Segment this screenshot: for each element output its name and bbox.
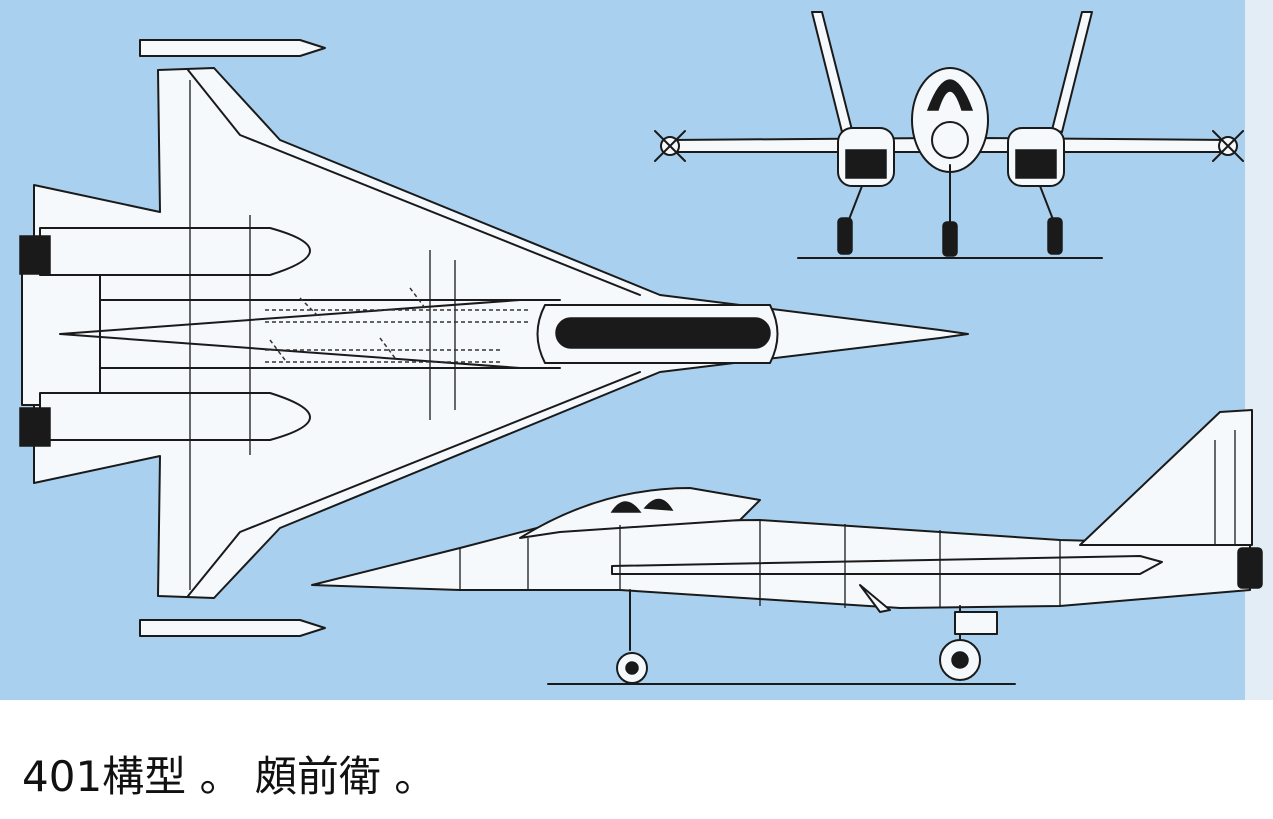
front-view-missile-fins: [654, 130, 1244, 162]
top-view-airframe: [33, 67, 969, 599]
side-view-nose-hub: [625, 661, 639, 675]
side-view: [311, 409, 1263, 685]
front-view-nose: [931, 121, 969, 159]
top-view-fuselage-lines: [99, 299, 561, 369]
top-view-canopy: [555, 317, 771, 349]
side-view-gear-door: [954, 611, 998, 635]
front-view-right-tail: [1051, 11, 1093, 133]
page-edge-shadow: [1245, 0, 1273, 700]
top-view-wing-lines: [187, 69, 641, 597]
side-view-missile: [611, 555, 1163, 575]
front-view-gear-struts: [847, 164, 1055, 223]
top-view-left-nacelle: [39, 227, 311, 276]
front-view-nose-wheel: [942, 221, 958, 257]
figure-caption: 401構型 。 頗前衛 。: [22, 752, 437, 801]
front-view-right-wing: [959, 137, 1231, 153]
aircraft-three-view-drawing: [0, 0, 1273, 700]
top-view-left-exhaust: [19, 235, 51, 275]
side-view-ventral-fin: [859, 584, 891, 613]
top-view-upper-missile: [139, 39, 326, 57]
front-view-canopy: [926, 79, 974, 111]
top-view-lower-missile: [139, 619, 326, 637]
side-view-main-hub: [951, 651, 969, 669]
front-view: [654, 11, 1244, 259]
front-view-right-intake-opening: [1015, 149, 1057, 179]
top-view-weapon-fins: [269, 287, 426, 361]
front-view-left-intake-opening: [845, 149, 887, 179]
top-view: [19, 39, 969, 637]
front-view-right-wheel: [1047, 217, 1063, 255]
side-view-pilots: [610, 498, 674, 513]
top-view-panel-lines: [249, 215, 456, 455]
side-view-canopy: [519, 487, 761, 539]
front-view-left-wheel: [837, 217, 853, 255]
side-view-tail-lines: [1214, 430, 1236, 545]
side-view-panel-lines: [459, 520, 1061, 608]
three-view-svg: [0, 0, 1273, 700]
top-view-right-nacelle: [39, 392, 311, 441]
side-view-exhaust: [1237, 547, 1263, 589]
side-view-vertical-tail: [1079, 409, 1253, 546]
top-view-right-exhaust: [19, 407, 51, 447]
